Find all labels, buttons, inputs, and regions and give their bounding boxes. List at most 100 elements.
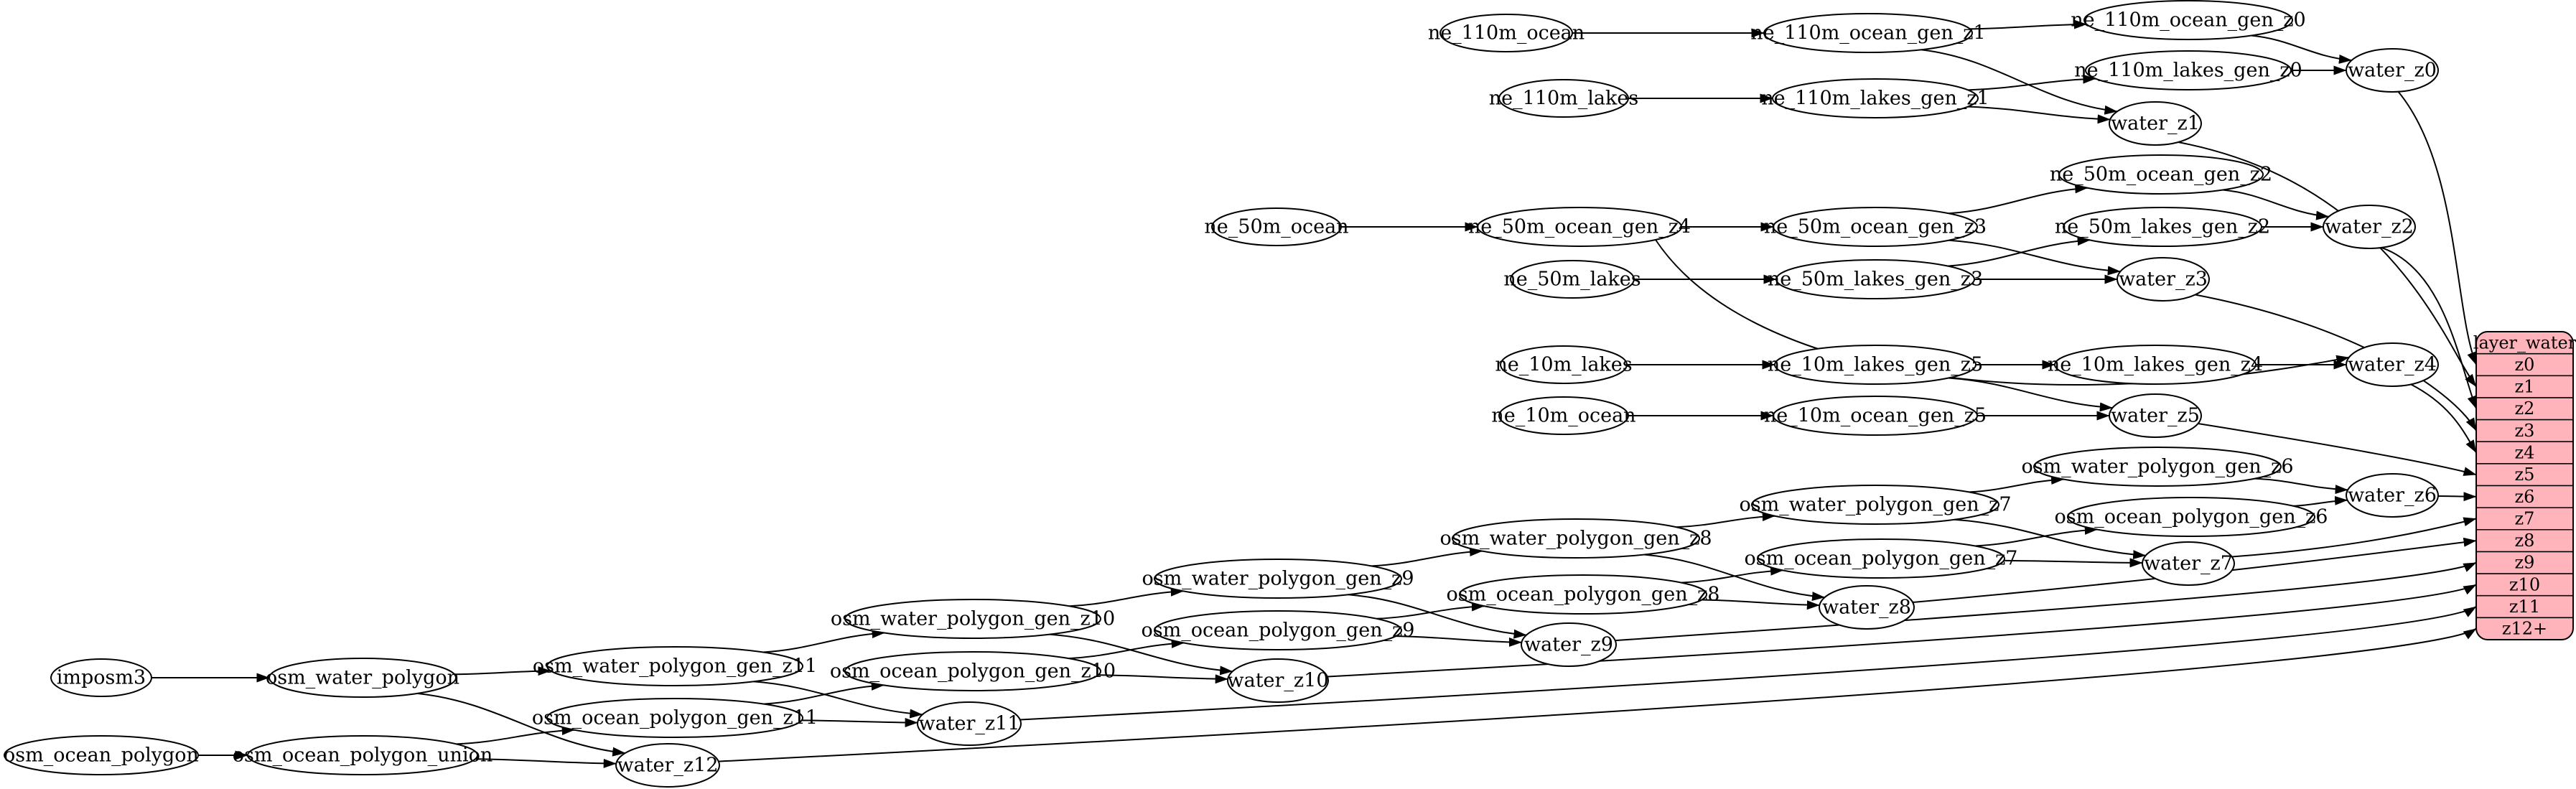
node-osm_ocean_polygon_gen_z8: osm_ocean_polygon_gen_z8 <box>1447 574 1719 615</box>
edge-ne_50m_ocean_gen_z3-to-water_z3 <box>1949 239 2121 276</box>
node-ellipse-water_z2 <box>2323 205 2416 249</box>
table-layer: layer_waterz0z1z2z3z4z5z6z7z8z9z10z11z12… <box>2473 331 2576 640</box>
node-label-osm_ocean_polygon_union: osm_ocean_polygon_union <box>233 744 493 767</box>
node-ne_50m_lakes_gen_z3: ne_50m_lakes_gen_z3 <box>1768 259 1983 299</box>
node-osm_ocean_polygon_gen_z11: osm_ocean_polygon_gen_z11 <box>532 698 818 738</box>
node-label-ne_50m_lakes_gen_z3: ne_50m_lakes_gen_z3 <box>1768 269 1983 291</box>
node-ellipse-ne_110m_lakes_gen_z1 <box>1772 78 1979 118</box>
node-label-osm_water_polygon: osm_water_polygon <box>266 667 459 689</box>
node-ellipse-osm_ocean_polygon_gen_z11 <box>546 698 803 738</box>
node-ellipse-osm_ocean_polygon_gen_z9 <box>1154 610 1402 650</box>
node-water_z8: water_z8 <box>1819 585 1915 630</box>
node-ellipse-osm_ocean_polygon_union <box>247 735 478 775</box>
edge-osm_water_polygon_gen_z8-to-osm_water_polygon_gen_z7 <box>1676 511 1775 528</box>
table-row-z8: z8 <box>2515 531 2535 551</box>
node-ellipse-ne_50m_ocean_gen_z3 <box>1773 207 1978 247</box>
nodes-layer: ne_110m_ocean ne_110m_ocean_gen_z1 ne_110m… <box>4 0 2439 788</box>
edge-water_z8-to-layer-row-z8 <box>1913 537 2477 603</box>
node-ne_50m_ocean_gen_z4: ne_50m_ocean_gen_z4 <box>1468 207 1691 247</box>
edge-osm_water_polygon-to-osm_water_polygon_gen_z11 <box>454 666 551 676</box>
table-row-z2: z2 <box>2515 398 2535 419</box>
edge-osm_water_polygon_gen_z10-to-water_z10 <box>1049 633 1233 676</box>
edge-osm_ocean_polygon_gen_z8-to-osm_ocean_polygon_gen_z7 <box>1681 566 1784 584</box>
edge-osm_ocean_polygon_gen_z10-to-water_z10 <box>1098 674 1228 684</box>
node-ne_50m_ocean_gen_z3: ne_50m_ocean_gen_z3 <box>1764 207 1987 247</box>
node-label-ne_10m_lakes_gen_z4: ne_10m_lakes_gen_z4 <box>2048 354 2263 376</box>
edge-osm_water_polygon_gen_z6-to-water_z6 <box>2254 477 2348 495</box>
node-label-ne_50m_ocean_gen_z4: ne_50m_ocean_gen_z4 <box>1468 216 1691 238</box>
node-water_z10: water_z10 <box>1227 658 1329 703</box>
node-label-water_z1: water_z1 <box>2111 113 2200 135</box>
node-ellipse-water_z6 <box>2346 473 2439 518</box>
node-label-osm_water_polygon_gen_z9: osm_water_polygon_gen_z9 <box>1142 568 1414 590</box>
node-ne_10m_ocean: ne_10m_ocean <box>1491 396 1636 435</box>
node-ellipse-water_z10 <box>1227 658 1329 703</box>
edge-ne_110m_ocean_gen_z0-to-water_z0 <box>2251 34 2352 64</box>
node-label-ne_110m_lakes_gen_z0: ne_110m_lakes_gen_z0 <box>2074 60 2302 82</box>
edge-water_z11-to-layer-row-z11 <box>1019 606 2477 721</box>
node-label-osm_ocean_polygon_gen_z9: osm_ocean_polygon_gen_z9 <box>1142 620 1415 642</box>
node-water_z9: water_z9 <box>1521 622 1617 667</box>
node-label-ne_50m_lakes: ne_50m_lakes <box>1503 269 1641 291</box>
node-ne_50m_ocean: ne_50m_ocean <box>1204 207 1349 246</box>
node-water_z6: water_z6 <box>2346 473 2439 518</box>
node-ellipse-water_z12 <box>615 743 720 788</box>
node-label-osm_water_polygon_gen_z11: osm_water_polygon_gen_z11 <box>533 655 817 678</box>
node-label-water_z2: water_z2 <box>2325 216 2414 238</box>
node-osm_water_polygon_gen_z6: osm_water_polygon_gen_z6 <box>2021 447 2294 487</box>
node-water_z5: water_z5 <box>2109 393 2202 438</box>
node-label-osm_water_polygon_gen_z8: osm_water_polygon_gen_z8 <box>1439 528 1712 550</box>
node-ne_110m_lakes: ne_110m_lakes <box>1489 79 1638 118</box>
node-water_z3: water_z3 <box>2117 257 2210 302</box>
node-label-ne_10m_ocean_gen_z5: ne_10m_ocean_gen_z5 <box>1764 405 1987 427</box>
node-ellipse-osm_ocean_polygon_gen_z10 <box>844 651 1101 691</box>
node-ne_50m_ocean_gen_z2: ne_50m_ocean_gen_z2 <box>2050 154 2272 195</box>
table-row-z3: z3 <box>2515 421 2535 441</box>
node-label-ne_50m_ocean_gen_z2: ne_50m_ocean_gen_z2 <box>2050 164 2272 186</box>
node-ellipse-ne_110m_ocean_gen_z1 <box>1763 13 1973 53</box>
table-row-z10: z10 <box>2509 574 2540 594</box>
edge-osm_water_polygon_gen_z9-to-water_z9 <box>1348 594 1527 639</box>
edge-osm_ocean_polygon_gen_z7-to-osm_ocean_polygon_gen_z6 <box>1974 525 2098 547</box>
node-label-ne_50m_ocean_gen_z3: ne_50m_ocean_gen_z3 <box>1764 216 1987 238</box>
node-ne_110m_ocean: ne_110m_ocean <box>1428 14 1585 52</box>
node-ellipse-osm_water_polygon_gen_z11 <box>546 646 803 686</box>
node-ne_10m_lakes_gen_z4: ne_10m_lakes_gen_z4 <box>2048 345 2263 385</box>
node-label-osm_water_polygon_gen_z7: osm_water_polygon_gen_z7 <box>1739 494 2011 516</box>
node-ellipse-osm_ocean_polygon <box>4 735 199 775</box>
node-osm_ocean_polygon_union: osm_ocean_polygon_union <box>233 735 493 775</box>
node-ellipse-osm_ocean_polygon_gen_z8 <box>1459 574 1707 615</box>
node-ellipse-osm_ocean_polygon_gen_z6 <box>2067 497 2315 537</box>
edge-water_z5-to-layer-row-z5 <box>2198 423 2477 476</box>
node-ne_50m_lakes: ne_50m_lakes <box>1503 260 1641 299</box>
node-water_z2: water_z2 <box>2323 205 2416 249</box>
node-ellipse-water_z11 <box>917 701 1022 746</box>
table-row-z7: z7 <box>2515 508 2535 528</box>
node-water_z11: water_z11 <box>917 701 1022 746</box>
edge-ne_50m_ocean_gen_z2-to-water_z2 <box>2222 189 2330 220</box>
table-row-z9: z9 <box>2515 553 2535 573</box>
edge-osm_water_polygon_gen_z10-to-osm_water_polygon_gen_z9 <box>1069 587 1184 607</box>
node-ne_110m_lakes_gen_z0: ne_110m_lakes_gen_z0 <box>2074 50 2302 90</box>
edge-osm_ocean_polygon_gen_z9-to-water_z9 <box>1396 635 1522 647</box>
table-row-z6: z6 <box>2515 487 2535 507</box>
node-ellipse-ne_50m_lakes_gen_z2 <box>2063 207 2262 247</box>
edge-osm_water_polygon_gen_z7-to-osm_water_polygon_gen_z6 <box>1969 475 2064 493</box>
node-osm_water_polygon_gen_z8: osm_water_polygon_gen_z8 <box>1439 518 1712 559</box>
node-ellipse-ne_50m_ocean <box>1211 207 1342 246</box>
node-ne_110m_lakes_gen_z1: ne_110m_lakes_gen_z1 <box>1761 78 1989 118</box>
edge-osm_water_polygon_gen_z8-to-water_z8 <box>1643 554 1825 602</box>
node-label-water_z7: water_z7 <box>2144 553 2233 575</box>
node-label-water_z12: water_z12 <box>617 755 718 777</box>
node-ellipse-ne_50m_lakes <box>1510 260 1635 299</box>
node-label-water_z5: water_z5 <box>2111 405 2200 427</box>
node-osm_ocean_polygon_gen_z10: osm_ocean_polygon_gen_z10 <box>830 651 1116 691</box>
node-label-ne_110m_ocean_gen_z1: ne_110m_ocean_gen_z1 <box>1750 22 1985 45</box>
node-ne_10m_ocean_gen_z5: ne_10m_ocean_gen_z5 <box>1764 396 1987 436</box>
node-label-water_z8: water_z8 <box>1822 597 1911 619</box>
node-label-osm_ocean_polygon_gen_z6: osm_ocean_polygon_gen_z6 <box>2055 506 2328 528</box>
node-osm_water_polygon_gen_z10: osm_water_polygon_gen_z10 <box>831 599 1115 639</box>
edge-osm_ocean_polygon_gen_z6-to-water_z6 <box>2293 495 2348 507</box>
edge-osm_ocean_polygon_gen_z7-to-water_z7 <box>2004 558 2143 568</box>
